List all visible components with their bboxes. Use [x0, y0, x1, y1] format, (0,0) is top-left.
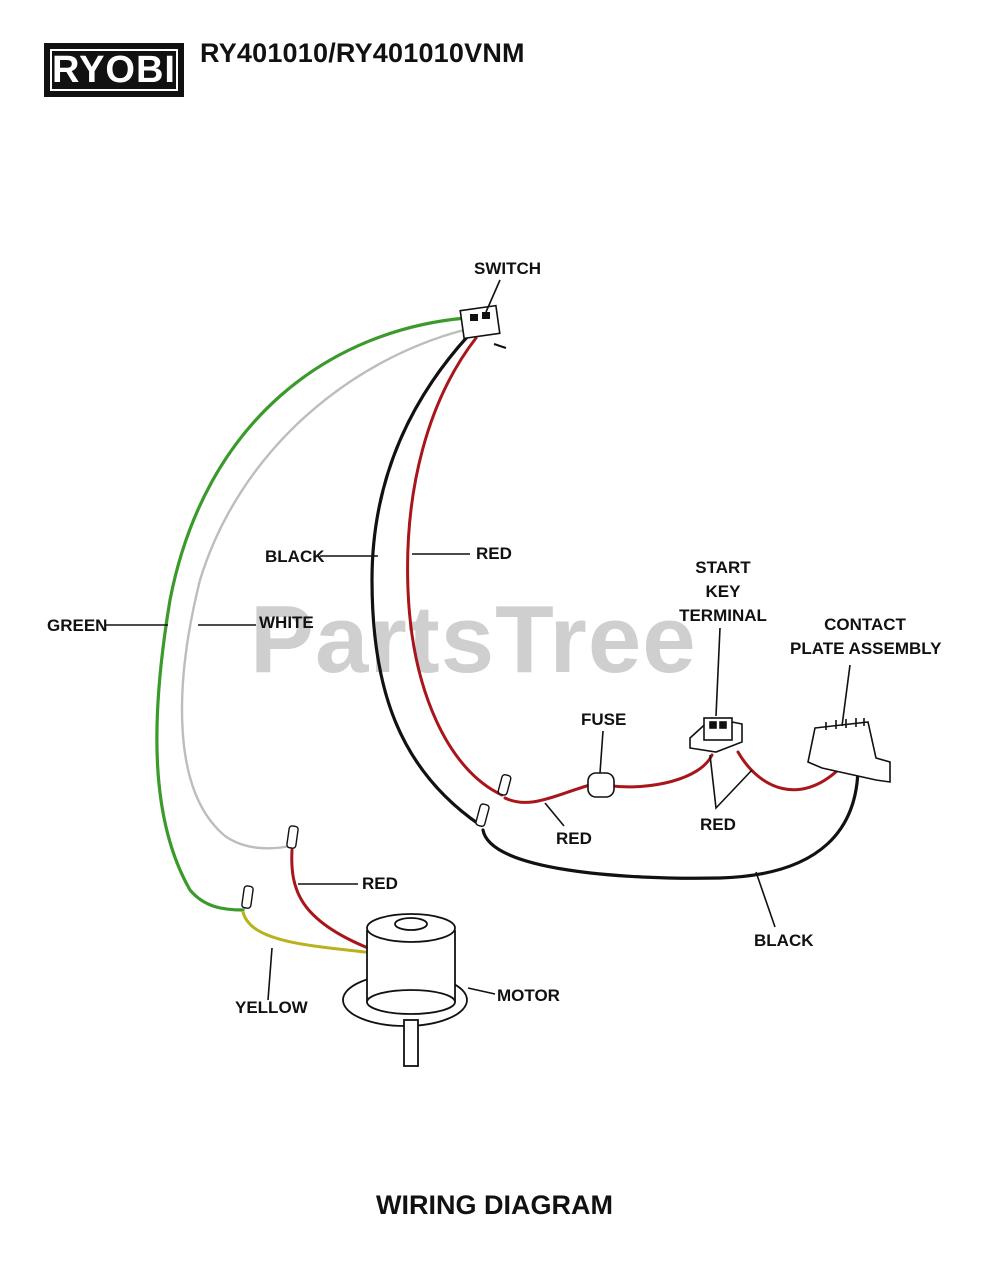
label-start-key-terminal: START KEY TERMINAL	[678, 556, 768, 628]
label-fuse: FUSE	[581, 710, 627, 729]
label-black-bottom: BLACK	[754, 931, 814, 950]
red-wire-motor	[290, 848, 370, 950]
label-contact: CONTACT	[824, 615, 906, 634]
contact-plate-body	[807, 718, 891, 783]
label-contact-plate-assembly: CONTACT PLATE ASSEMBLY	[790, 613, 942, 661]
motor-body	[342, 913, 468, 1067]
yellow-wire	[241, 910, 367, 954]
label-red-motor: RED	[362, 874, 398, 893]
black-wire-plate	[481, 758, 860, 880]
fuse-body	[587, 772, 615, 798]
model-title: RY401010/RY401010VNM	[200, 38, 525, 68]
white-wire	[180, 328, 466, 850]
label-yellow: YELLOW	[235, 998, 308, 1017]
black-wire-switch	[370, 334, 482, 827]
logo-text: RYOBI	[50, 49, 178, 91]
label-switch: SWITCH	[474, 259, 542, 278]
red-wire-switch	[406, 336, 504, 797]
label-green: GREEN	[47, 616, 108, 635]
label-black-top: BLACK	[265, 547, 325, 566]
green-wire	[155, 316, 468, 912]
label-plate-assembly: PLATE ASSEMBLY	[790, 639, 942, 658]
label-terminal: TERMINAL	[679, 606, 767, 625]
connector-top	[241, 774, 512, 909]
red-wire-terminal	[610, 753, 714, 789]
leader-lines	[106, 279, 851, 1001]
label-white: WHITE	[259, 613, 314, 632]
label-key: KEY	[705, 582, 741, 601]
label-red-fuse: RED	[556, 829, 592, 848]
diagram-title: WIRING DIAGRAM	[376, 1190, 613, 1220]
red-wire-fuse	[503, 783, 592, 804]
switch-body	[459, 304, 507, 349]
ryobi-logo: RYOBI	[44, 43, 184, 97]
label-start: START	[695, 558, 751, 577]
label-motor: MOTOR	[497, 986, 560, 1005]
label-red-top: RED	[476, 544, 512, 563]
watermark: PartsTree	[250, 586, 697, 693]
start-key-terminal-body	[689, 717, 743, 753]
label-red-terminal: RED	[700, 815, 736, 834]
red-wire-plate	[736, 750, 840, 792]
